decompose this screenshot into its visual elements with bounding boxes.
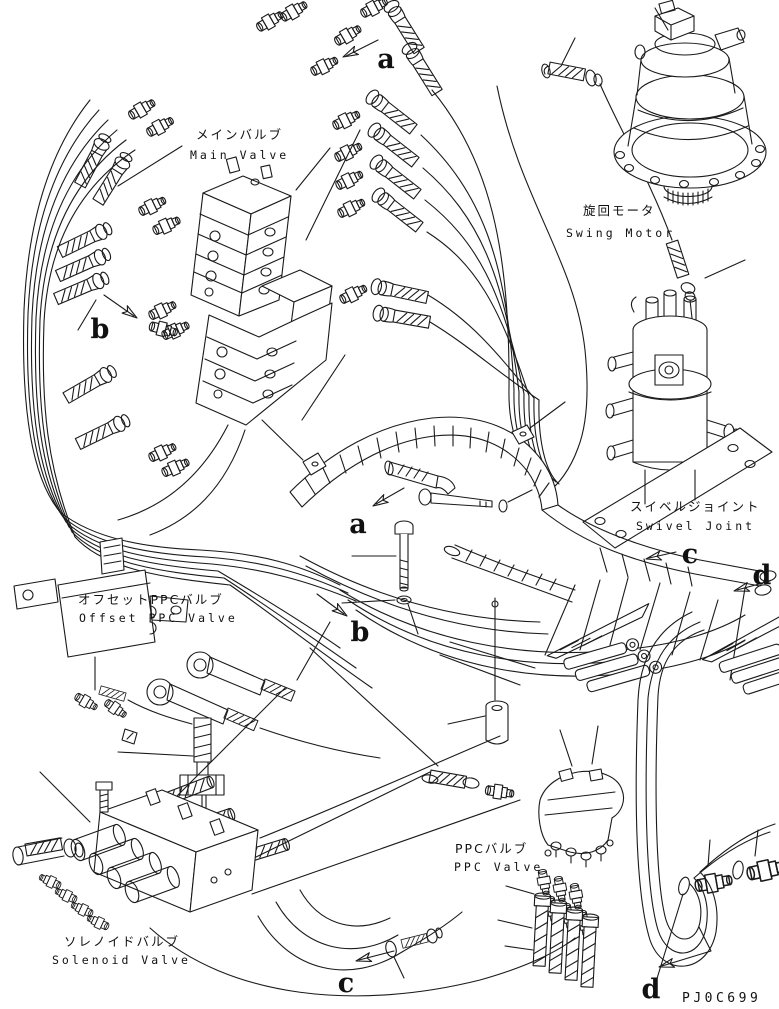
view-arrows: [103, 39, 771, 972]
left-hose-end-fittings: [53, 95, 192, 481]
swing-motor: [541, 0, 767, 241]
wrapped-hose-bundle: [261, 401, 777, 603]
offset-ppc-valve: [13, 537, 381, 759]
bottom-fitting-cluster: [497, 867, 600, 988]
component-labels: メインバルブ Main Valve 旋回モータ Swing Motor スイベル…: [52, 127, 761, 1006]
center-bolts-washers: [341, 460, 533, 635]
ppc-valve-label-jp: PPCバルブ: [455, 841, 528, 856]
view-letter-c-right: c: [682, 539, 698, 570]
main-valve-label-jp: メインバルブ: [196, 127, 283, 142]
swivel-joint-label-en: Swivel Joint: [636, 519, 755, 533]
swing-motor-label-en: Swing Motor: [566, 226, 675, 240]
main-valve-label-en: Main Valve: [190, 148, 289, 162]
center-hose-curves: [420, 85, 588, 493]
valve-right-fittings: [301, 0, 444, 421]
ppc-valve-label-en: PPC Valve: [454, 860, 543, 874]
view-letter-d-right: d: [753, 560, 772, 591]
view-letter-b-mid: b: [351, 617, 370, 648]
bottom-right-hose-loops: [635, 611, 776, 986]
bottom-hose-arcs: [149, 889, 576, 997]
view-letter-a-top: a: [377, 44, 395, 75]
solenoid-valve: [12, 735, 521, 933]
drawing-code: PJ0C699: [682, 991, 761, 1006]
view-letter-b-left: b: [91, 314, 110, 345]
swivel-joint-label-jp: スイベルジョイント: [630, 499, 761, 514]
swing-motor-label-jp: 旋回モータ: [583, 203, 656, 218]
lower-left-bolt-rods: [98, 685, 431, 875]
offset-ppc-valve-label-en: Offset PPC Valve: [79, 611, 238, 625]
solenoid-valve-label-en: Solenoid Valve: [52, 953, 191, 967]
left-hose-bundle: [23, 99, 373, 689]
swivel-joint: [582, 239, 773, 549]
view-letter-d-bottom: d: [642, 974, 661, 1005]
view-letter-a-mid: a: [349, 509, 367, 540]
offset-ppc-valve-label-jp: オフセットPPCバルブ: [78, 592, 224, 607]
view-letter-c-bottom: c: [338, 968, 354, 999]
bottom-right-fittings: [678, 829, 779, 896]
main-valve-assembly: [117, 0, 333, 536]
ppc-valve: [309, 647, 625, 868]
solenoid-valve-label-jp: ソレノイドバルブ: [64, 934, 180, 949]
